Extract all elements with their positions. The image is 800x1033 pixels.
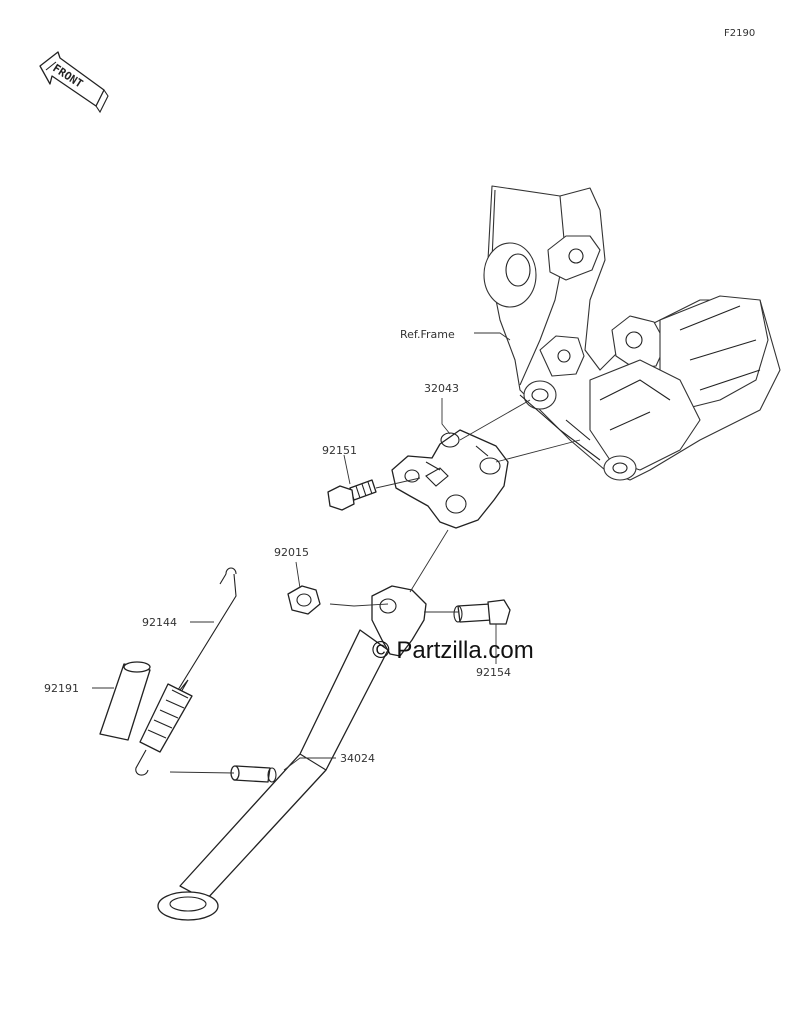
- collar-92191: [99, 661, 151, 741]
- watermark: © Partzilla.com: [372, 637, 534, 664]
- pin: [230, 765, 277, 783]
- callout-92151-leader: [343, 454, 351, 485]
- spring-92144: [135, 567, 237, 776]
- callout-92151: 92151: [322, 444, 357, 457]
- frame: [483, 185, 781, 481]
- ref-frame-leader: [474, 332, 511, 341]
- ref-frame-label: Ref.Frame: [400, 328, 455, 341]
- callout-92015: 92015: [274, 546, 309, 559]
- bolt-92151-leader: [375, 477, 421, 489]
- bracket-frame-leader: [459, 399, 531, 441]
- stand-bracket-leader: [409, 529, 449, 593]
- callout-32043: 32043: [424, 382, 459, 395]
- pin-leader: [169, 771, 235, 774]
- callout-92191: 92191: [44, 682, 79, 695]
- callout-92144: 92144: [142, 616, 177, 629]
- bolt-92154: [453, 599, 511, 625]
- callout-32043-leader: [441, 398, 451, 435]
- callout-34024-leader: [283, 757, 336, 771]
- nut-92015: [287, 585, 321, 615]
- callout-34024: 34024: [340, 752, 375, 765]
- callout-92154: 92154: [476, 666, 511, 679]
- nut-leader: [329, 603, 389, 607]
- bolt-92151: [327, 479, 377, 511]
- figure-id: F2190: [724, 28, 755, 39]
- bracket-32043: [391, 429, 509, 529]
- bracket-frame-leader-2: [495, 439, 581, 463]
- callout-92015-leader: [295, 561, 301, 589]
- leader-lines: [92, 332, 581, 774]
- front-arrow: FRONT: [39, 51, 109, 114]
- side-stand-34024: [157, 585, 427, 921]
